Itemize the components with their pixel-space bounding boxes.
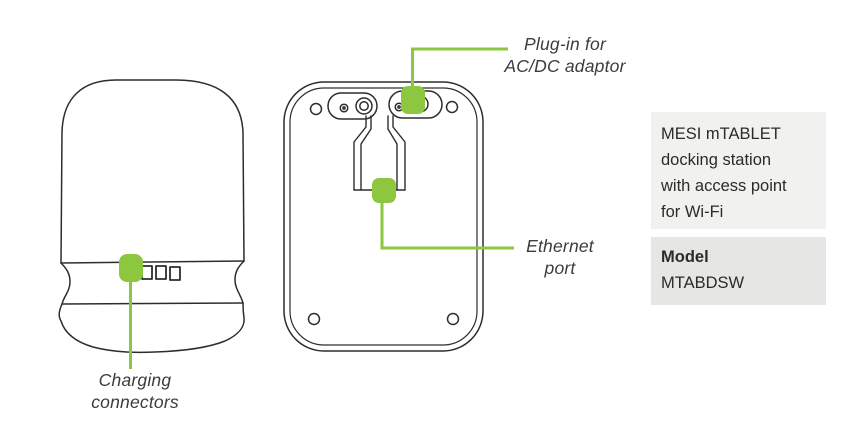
ethernet-callout-line — [380, 200, 514, 250]
ethernet-port-label-line1: Ethernet — [526, 236, 594, 256]
keyhole-outline — [327, 92, 378, 120]
rear-outer-outline — [283, 81, 484, 352]
ethernet-port-label-line2: port — [544, 258, 576, 278]
ethernet-port-label: Ethernet port — [526, 235, 594, 279]
keyhole-small-hole — [339, 103, 349, 113]
product-description-line: MESI mTABLET — [661, 125, 781, 143]
charging-connectors-label: Charging connectors — [91, 369, 179, 413]
screw-hole — [446, 312, 460, 326]
product-description-line: for Wi-Fi — [661, 203, 724, 221]
screw-hole — [445, 100, 459, 114]
charging-callout — [119, 254, 143, 369]
front-body-outline — [60, 79, 245, 264]
screw-hole — [309, 102, 323, 116]
charging-pin — [141, 265, 153, 280]
ethernet-callout — [372, 178, 514, 250]
product-description-line: docking station — [661, 151, 772, 169]
charging-connectors-marker — [119, 254, 143, 282]
keyhole-screw-inner — [359, 101, 369, 111]
screw-hole — [307, 312, 321, 326]
keyhole-screw-outer — [355, 97, 373, 115]
front-band-bottom-line — [61, 302, 244, 305]
product-description-box: MESI mTABLET docking station with access… — [651, 112, 826, 229]
adaptor-callout-line — [411, 47, 508, 88]
channel-right-inner — [387, 115, 398, 191]
charging-connectors-label-line1: Charging — [98, 370, 172, 390]
plugin-adaptor-label-line1: Plug-in for — [524, 34, 606, 54]
charging-pin — [169, 266, 181, 281]
model-box: Model MTABDSW — [651, 237, 826, 305]
ethernet-port-marker — [372, 178, 396, 203]
channel-right-outer — [392, 115, 406, 191]
charging-pins — [141, 265, 181, 281]
keyhole-small-hole-dot — [342, 106, 346, 110]
rear-view-drawing — [283, 81, 484, 352]
charging-pin — [155, 265, 167, 280]
adaptor-callout — [401, 47, 508, 114]
charging-connectors-label-line2: connectors — [91, 392, 179, 412]
front-right-notch — [234, 260, 245, 304]
front-band-top-line — [60, 260, 245, 264]
plugin-adaptor-label: Plug-in for AC/DC adaptor — [504, 33, 625, 77]
plugin-adaptor-label-line2: AC/DC adaptor — [504, 56, 626, 76]
keyhole-mount-left — [327, 92, 378, 120]
channel-left-inner — [360, 115, 372, 191]
rear-inner-outline — [289, 87, 478, 346]
model-label: Model — [661, 248, 709, 266]
front-left-notch — [60, 262, 71, 305]
model-value: MTABDSW — [661, 274, 745, 292]
cable-channel — [353, 115, 406, 191]
front-view-drawing — [58, 79, 245, 354]
keyhole-small-hole-dot — [397, 105, 401, 109]
adaptor-plug-marker — [401, 86, 425, 114]
front-base-outline — [58, 302, 245, 354]
channel-left-outer — [353, 115, 367, 191]
product-description-line: with access point — [661, 177, 787, 195]
